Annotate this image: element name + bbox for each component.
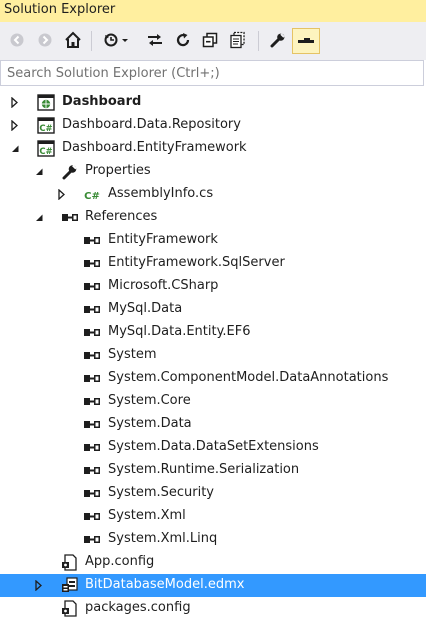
history-icon[interactable]: [101, 29, 135, 51]
tree-item-references[interactable]: References: [0, 206, 426, 229]
collapse-all-icon[interactable]: [199, 29, 221, 51]
reference-icon: [84, 329, 100, 336]
tree-item-label: packages.config: [85, 600, 191, 615]
reference-icon: [84, 237, 100, 244]
tree-item-label: Properties: [85, 163, 151, 178]
solution-explorer-title-bar[interactable]: Solution Explorer: [0, 0, 426, 22]
tree-item-bitdatabasemodel-edmx[interactable]: BitDatabaseModel.edmx: [0, 574, 426, 597]
toolbar: [0, 22, 426, 60]
tree-item-label: System.Security: [108, 485, 214, 500]
refresh-icon[interactable]: [172, 29, 194, 51]
toolbar-separator: [258, 31, 259, 51]
tree-item-reference[interactable]: System.Xml.Linq: [0, 528, 426, 551]
tree-item-label: Dashboard.Data.Repository: [62, 117, 241, 132]
properties-wrench-icon[interactable]: [267, 29, 289, 51]
tree-item-reference[interactable]: System.Data: [0, 413, 426, 436]
tree-item-reference[interactable]: Microsoft.CSharp: [0, 275, 426, 298]
tree-item-label: AssemblyInfo.cs: [108, 186, 214, 201]
svg-text:C#: C#: [39, 124, 52, 134]
show-all-files-icon[interactable]: [227, 29, 249, 51]
reference-icon: [84, 283, 100, 290]
reference-icon: [84, 352, 100, 359]
tree-item-label: BitDatabaseModel.edmx: [85, 577, 245, 592]
web-project-icon: [37, 94, 55, 111]
csharp-file-icon: C#: [84, 191, 100, 202]
tree-item-label: MySql.Data: [108, 301, 183, 316]
tree-item-dashboard[interactable]: Dashboard: [0, 91, 426, 114]
tree-item-label: References: [85, 209, 158, 224]
tree-item-label: System.Core: [108, 393, 191, 408]
tree-item-reference[interactable]: System: [0, 344, 426, 367]
tree-item-properties[interactable]: Properties: [0, 160, 426, 183]
tree-item-label: EntityFramework: [108, 232, 218, 247]
tree-item-reference[interactable]: EntityFramework: [0, 229, 426, 252]
tree-item-label: System.Xml.Linq: [108, 531, 218, 546]
tree-item-reference[interactable]: MySql.Data.Entity.EF6: [0, 321, 426, 344]
tree-item-label: MySql.Data.Entity.EF6: [108, 324, 251, 339]
forward-icon[interactable]: [34, 29, 56, 51]
reference-icon: [84, 421, 100, 428]
preview-icon[interactable]: [292, 28, 320, 54]
tree-item-reference[interactable]: System.Data.DataSetExtensions: [0, 436, 426, 459]
home-icon[interactable]: [62, 29, 84, 51]
tree-item-app-config[interactable]: App.config: [0, 551, 426, 574]
reference-icon: [84, 444, 100, 451]
expand-arrow-icon[interactable]: [57, 189, 67, 200]
toolbar-separator: [91, 31, 92, 51]
tree-item-assemblyinfo[interactable]: C# AssemblyInfo.cs: [0, 183, 426, 206]
collapse-arrow-icon[interactable]: [34, 212, 44, 223]
reference-icon: [84, 306, 100, 313]
tree-item-reference[interactable]: MySql.Data: [0, 298, 426, 321]
sync-icon[interactable]: [144, 29, 166, 51]
back-icon[interactable]: [6, 29, 28, 51]
tree-item-label: App.config: [85, 554, 155, 569]
collapse-arrow-icon[interactable]: [34, 166, 44, 177]
tree-item-reference[interactable]: System.Security: [0, 482, 426, 505]
tree-item-label: System.Data.DataSetExtensions: [108, 439, 319, 454]
tree-item-dashboard-entityframework[interactable]: C# Dashboard.EntityFramework: [0, 137, 426, 160]
csharp-project-icon: C#: [37, 117, 55, 134]
expand-arrow-icon[interactable]: [34, 580, 44, 591]
search-input[interactable]: [1, 61, 423, 85]
reference-icon: [84, 260, 100, 267]
tree-item-label: System.Xml: [108, 508, 186, 523]
tree-item-label: System: [108, 347, 157, 362]
expand-arrow-icon[interactable]: [10, 120, 20, 131]
expand-arrow-icon[interactable]: [10, 97, 20, 108]
tree-item-reference[interactable]: System.ComponentModel.DataAnnotations: [0, 367, 426, 390]
reference-icon: [84, 513, 100, 520]
config-file-icon: [62, 554, 77, 571]
tree-item-dashboard-data-repository[interactable]: C# Dashboard.Data.Repository: [0, 114, 426, 137]
wrench-icon: [62, 164, 77, 180]
reference-icon: [84, 398, 100, 405]
tree-item-reference[interactable]: System.Xml: [0, 505, 426, 528]
csharp-project-icon: C#: [37, 140, 55, 157]
reference-icon: [84, 490, 100, 497]
reference-icon: [84, 467, 100, 474]
window-title: Solution Explorer: [4, 2, 116, 17]
tree-item-packages-config[interactable]: packages.config: [0, 597, 426, 620]
tree-item-reference[interactable]: System.Core: [0, 390, 426, 413]
tree-item-label: Dashboard.EntityFramework: [62, 140, 247, 155]
edmx-file-icon: [62, 577, 78, 592]
references-icon: [62, 214, 78, 221]
reference-icon: [84, 536, 100, 543]
tree-item-label: System.ComponentModel.DataAnnotations: [108, 370, 389, 385]
tree-item-label: Microsoft.CSharp: [108, 278, 219, 293]
search-box[interactable]: [0, 60, 424, 86]
tree-item-label: System.Runtime.Serialization: [108, 462, 300, 477]
tree-item-label: Dashboard: [62, 94, 142, 109]
tree-item-label: EntityFramework.SqlServer: [108, 255, 285, 270]
config-file-icon: [62, 600, 77, 617]
tree-item-reference[interactable]: System.Runtime.Serialization: [0, 459, 426, 482]
reference-icon: [84, 375, 100, 382]
svg-text:C#: C#: [84, 191, 100, 202]
tree-item-label: System.Data: [108, 416, 192, 431]
collapse-arrow-icon[interactable]: [10, 143, 20, 154]
tree-item-reference[interactable]: EntityFramework.SqlServer: [0, 252, 426, 275]
svg-text:C#: C#: [39, 147, 52, 157]
